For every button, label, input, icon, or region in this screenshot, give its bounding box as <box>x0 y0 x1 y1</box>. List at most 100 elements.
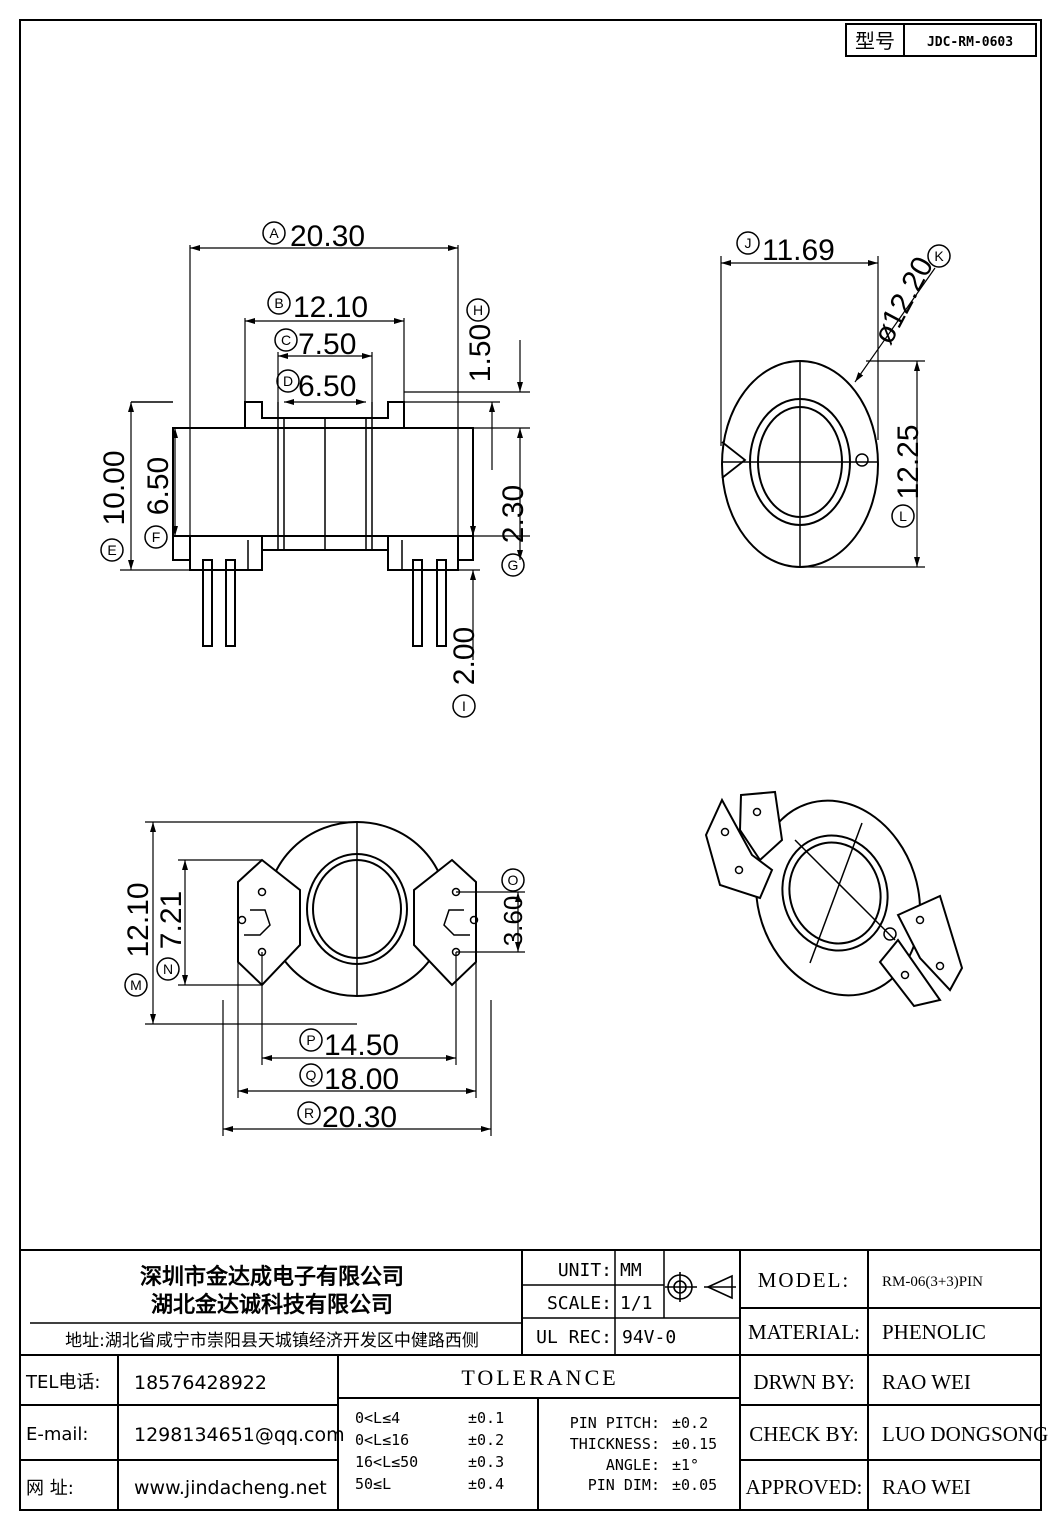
balloon-i: I <box>452 694 476 718</box>
svg-text:A: A <box>269 225 279 241</box>
svg-text:K: K <box>934 248 944 264</box>
side-view-dimensions <box>720 256 936 568</box>
svg-text:N: N <box>163 961 173 977</box>
dim-i-value: 2.00 <box>448 627 481 685</box>
model-label: MODEL: <box>758 1268 851 1292</box>
pin-dim-value: ±0.05 <box>672 1476 717 1494</box>
front-view-dimensions <box>120 245 530 660</box>
dim-f-value: 6.50 <box>142 457 175 515</box>
dim-h-value: 1.50 <box>464 324 497 382</box>
balloon-l: L <box>891 504 915 528</box>
balloon-j: J <box>736 231 760 255</box>
web-value: www.jindacheng.net <box>134 1477 327 1499</box>
dim-r-value: 20.30 <box>322 1101 397 1134</box>
scale-label: SCALE: <box>547 1293 612 1314</box>
dim-d-value: 6.50 <box>298 370 356 403</box>
tolerance-range-1: 0<L≤4 <box>355 1409 400 1427</box>
svg-text:H: H <box>473 302 483 318</box>
tolerance-value-2: ±0.2 <box>468 1431 504 1449</box>
dim-e-value: 10.00 <box>98 450 131 525</box>
pin <box>436 559 447 647</box>
model-value: RM-06(3+3)PIN <box>882 1274 983 1290</box>
balloon-c: C <box>274 328 298 352</box>
unit-value: MM <box>620 1260 642 1281</box>
material-label: MATERIAL: <box>748 1320 860 1344</box>
svg-text:B: B <box>274 295 283 311</box>
angle-label: ANGLE: <box>606 1456 660 1474</box>
balloon-b: B <box>267 291 291 315</box>
tel-value: 18576428922 <box>134 1372 267 1394</box>
balloon-q: Q <box>299 1063 323 1087</box>
balloon-p: P <box>299 1028 323 1052</box>
balloon-h: H <box>466 298 490 322</box>
pin <box>412 559 423 647</box>
svg-text:O: O <box>508 872 519 888</box>
model-number-box: 型号 JDC-RM-0603 <box>845 23 1037 57</box>
dim-a-value: 20.30 <box>290 220 365 253</box>
balloon-m: M <box>124 973 148 997</box>
balloon-e: E <box>100 538 124 562</box>
projection-symbol-icon <box>665 1272 736 1302</box>
email-value: 1298134651@qq.com <box>134 1424 345 1446</box>
scale-value: 1/1 <box>620 1293 653 1314</box>
pin-dim-label: PIN DIM: <box>588 1476 660 1494</box>
title-block <box>20 1249 1041 1510</box>
dim-p-value: 14.50 <box>324 1029 399 1062</box>
sheet-border <box>19 19 1042 1511</box>
front-view-labels: A 20.30 B 12.10 C 7.50 D 6.50 10.00 E 6.… <box>98 220 530 718</box>
approved-value: RAO WEI <box>882 1475 971 1499</box>
front-view <box>131 401 474 647</box>
pin <box>225 559 236 647</box>
svg-text:P: P <box>306 1032 315 1048</box>
svg-text:C: C <box>281 332 291 348</box>
pin-pitch-label: PIN PITCH: <box>570 1414 660 1432</box>
pin-pitch-value: ±0.2 <box>672 1414 708 1432</box>
company-address: 地址:湖北省咸宁市崇阳县天城镇经济开发区中健路西侧 <box>65 1331 479 1351</box>
company-name-1: 深圳市金达成电子有限公司 <box>140 1264 404 1290</box>
dim-q-value: 18.00 <box>324 1063 399 1096</box>
check-by-label: CHECK BY: <box>749 1422 859 1446</box>
iso-flange <box>754 799 922 997</box>
iso-pin-tab <box>704 797 774 900</box>
tolerance-value-4: ±0.4 <box>468 1475 504 1493</box>
model-box-label: 型号 <box>855 29 895 53</box>
balloon-r: R <box>297 1101 321 1125</box>
dim-c-value: 7.50 <box>298 328 356 361</box>
svg-text:I: I <box>462 698 466 714</box>
material-value: PHENOLIC <box>882 1320 986 1344</box>
bobbin-body <box>172 427 474 537</box>
unit-label: UNIT: <box>558 1260 612 1281</box>
ul-rec-label: UL REC: <box>536 1327 612 1348</box>
dim-m-value: 12.10 <box>122 882 155 957</box>
balloon-k: K <box>927 244 951 268</box>
bottom-view-labels: 12.10 M 7.21 N 3.60 O P 14.50 Q 18.00 R … <box>122 868 528 1134</box>
balloon-d: D <box>276 369 300 393</box>
iso-pin-tab <box>738 790 784 862</box>
tel-label: TEL电话: <box>25 1372 100 1393</box>
balloon-o: O <box>501 868 525 892</box>
dim-n-value: 7.21 <box>155 891 188 949</box>
svg-text:E: E <box>107 542 116 558</box>
balloon-n: N <box>156 957 180 981</box>
drawn-by-value: RAO WEI <box>882 1370 971 1394</box>
svg-text:F: F <box>152 529 161 545</box>
svg-text:M: M <box>130 977 142 993</box>
tolerance-value-1: ±0.1 <box>468 1409 504 1427</box>
company-name-2: 湖北金达诚科技有限公司 <box>151 1292 393 1318</box>
bottom-view-dimensions <box>145 821 525 1136</box>
drawn-by-label: DRWN BY: <box>753 1370 854 1394</box>
tolerance-range-4: 50≤L <box>355 1475 391 1493</box>
bottom-view <box>237 821 479 997</box>
angle-value: ±1° <box>672 1456 699 1474</box>
svg-text:G: G <box>508 557 519 573</box>
web-label: 网 址: <box>26 1478 74 1499</box>
tolerance-range-2: 0<L≤16 <box>355 1431 409 1449</box>
svg-text:Q: Q <box>306 1067 317 1083</box>
iso-pin-tab <box>878 938 942 1008</box>
dim-l-value: 12.25 <box>892 424 925 499</box>
tolerance-range-3: 16<L≤50 <box>355 1453 418 1471</box>
thickness-value: ±0.15 <box>672 1435 717 1453</box>
dim-g-value: 2.30 <box>497 485 530 543</box>
thickness-label: THICKNESS: <box>570 1435 660 1453</box>
